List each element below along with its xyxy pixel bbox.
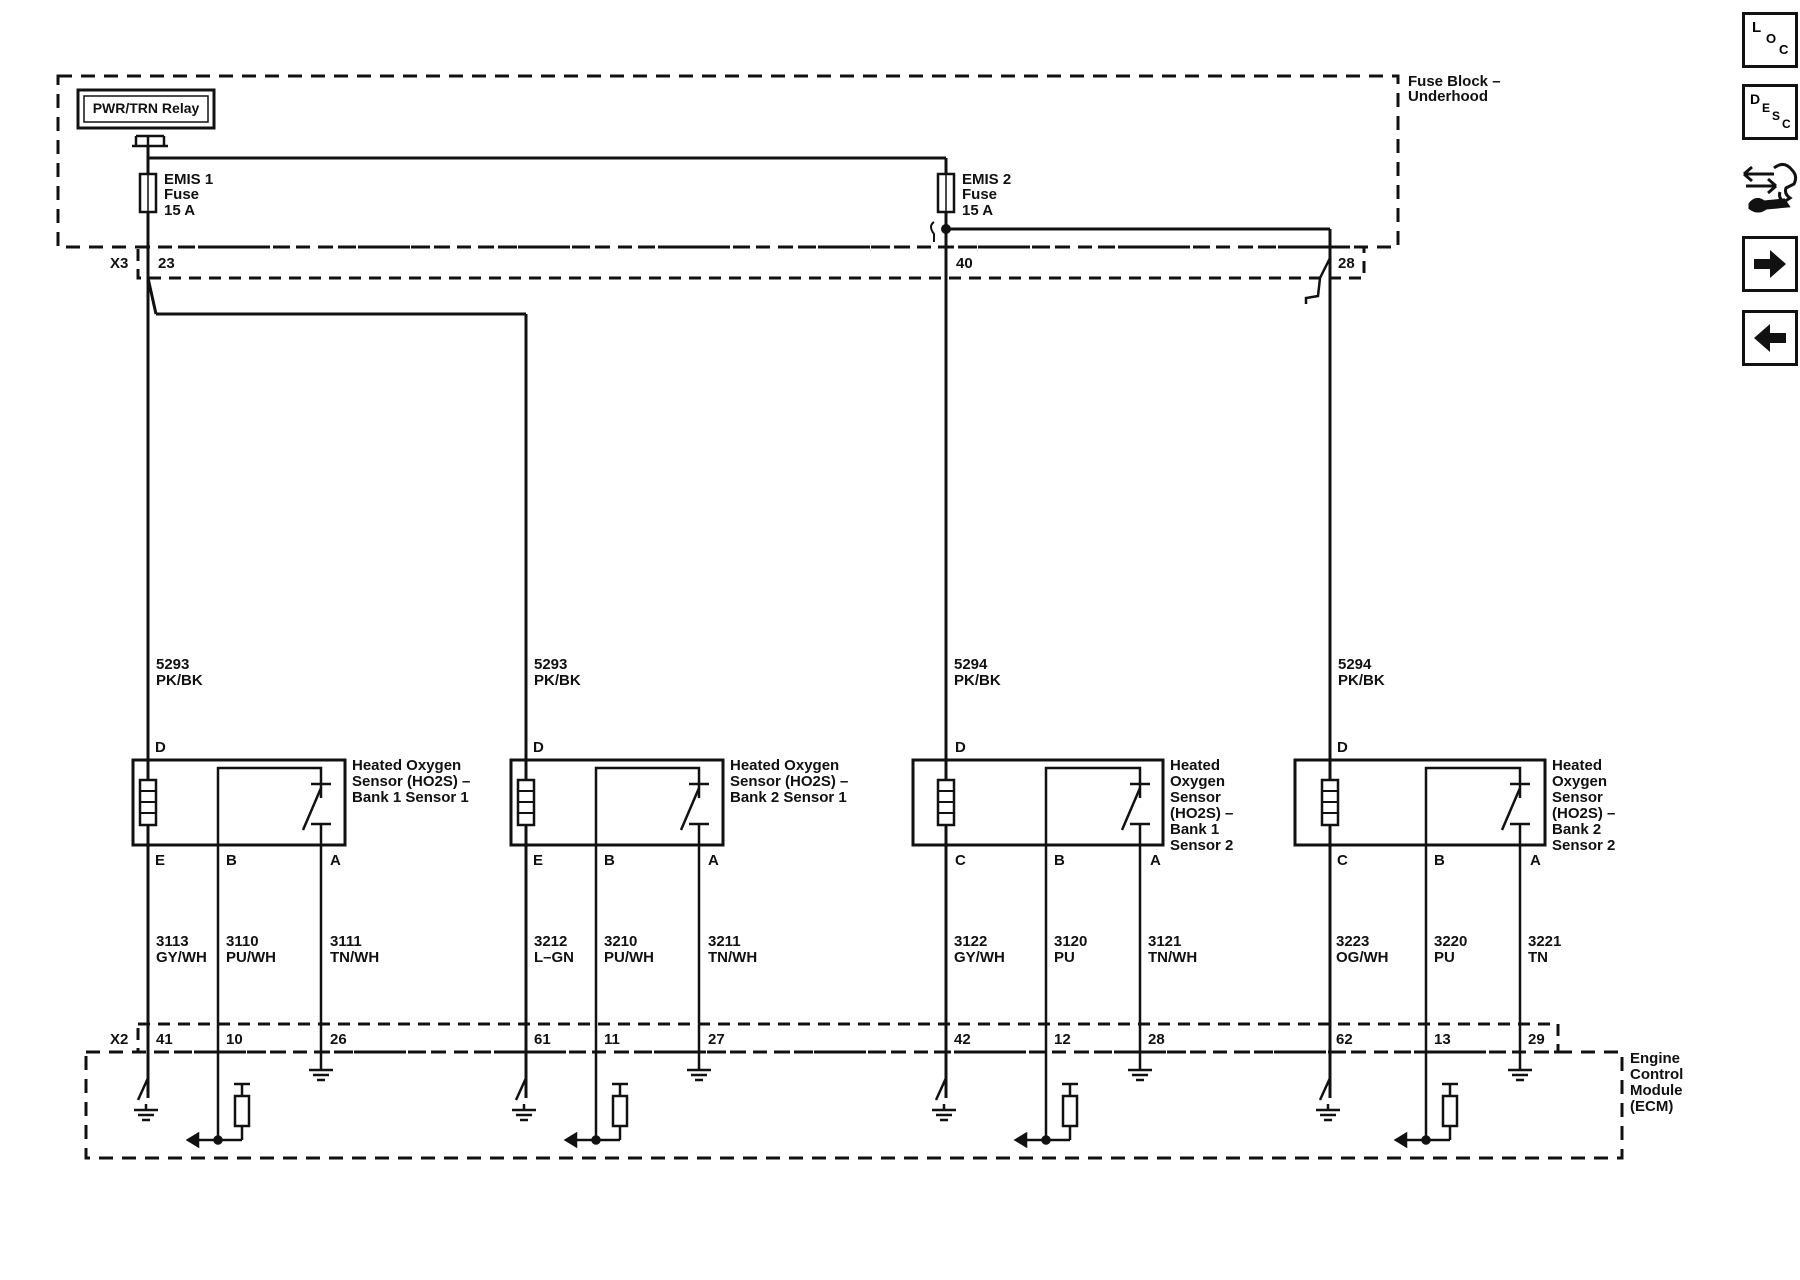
sensor-label: Heated Oxygen Sensor (HO2S) – Bank 1 Sen… <box>1170 757 1238 854</box>
svg-text:62: 62 <box>1336 1031 1353 1048</box>
connector-x2-outline <box>136 1022 1560 1054</box>
svg-text:B: B <box>1054 852 1065 869</box>
svg-text:11: 11 <box>604 1031 620 1048</box>
svg-text:29: 29 <box>1528 1031 1545 1048</box>
sensor-bank1-sensor1: D E B A Heated Oxygen Sensor (HO2S) – Ba… <box>131 739 475 1140</box>
svg-text:B: B <box>1434 852 1445 869</box>
svg-text:B: B <box>226 852 237 869</box>
sensor-bank2-sensor1: D E B A Heated Oxygen Sensor (HO2S) – Ba… <box>509 739 853 1140</box>
x3-pin-40: 40 <box>956 255 973 272</box>
svg-text:A: A <box>1530 852 1541 869</box>
svg-text:10: 10 <box>226 1031 243 1048</box>
back-arrow-icon <box>1754 324 1786 352</box>
svg-text:C: C <box>1782 117 1791 131</box>
svg-text:E: E <box>155 852 165 869</box>
svg-text:D: D <box>533 739 544 756</box>
svg-text:S: S <box>1772 109 1780 123</box>
svg-text:28: 28 <box>1148 1031 1165 1048</box>
desc-button[interactable]: D E S C <box>1742 84 1798 140</box>
x3-pin-23: 23 <box>158 255 175 272</box>
relay-label: PWR/TRN Relay <box>93 100 200 116</box>
svg-text:O: O <box>1766 31 1776 46</box>
back-button[interactable] <box>1742 310 1798 366</box>
x3-pin-28: 28 <box>1338 255 1355 272</box>
svg-text:D: D <box>955 739 966 756</box>
svg-text:C: C <box>1337 852 1348 869</box>
svg-text:27: 27 <box>708 1031 725 1048</box>
sensor-label: Heated Oxygen Sensor (HO2S) – Bank 2 Sen… <box>1552 757 1620 854</box>
svg-text:42: 42 <box>954 1031 971 1048</box>
svg-text:D: D <box>1337 739 1348 756</box>
desc-icon: D E S C <box>1750 91 1791 131</box>
ecm-outline <box>84 1050 1624 1160</box>
svg-text:B: B <box>604 852 615 869</box>
svg-text:L: L <box>1752 19 1761 36</box>
fuse-emis1-label: EMIS 1 Fuse 15 A <box>164 171 217 219</box>
sensor-label: Heated Oxygen Sensor (HO2S) – Bank 2 Sen… <box>730 757 853 806</box>
svg-text:13: 13 <box>1434 1031 1451 1048</box>
next-arrow-icon <box>1754 250 1786 278</box>
ecm-signal-input-icons <box>185 1082 1459 1149</box>
svg-text:12: 12 <box>1054 1031 1071 1048</box>
fuse-block-label: Fuse Block – Underhood <box>1408 73 1505 105</box>
svg-text:A: A <box>1150 852 1161 869</box>
svg-text:E: E <box>1762 101 1770 115</box>
svg-text:A: A <box>708 852 719 869</box>
loc-button[interactable]: L O C <box>1742 12 1798 68</box>
loc-icon: L O C <box>1752 19 1789 57</box>
tools-icon <box>1743 163 1798 213</box>
svg-text:C: C <box>955 852 966 869</box>
sensor-bank1-sensor2: D C B A Heated Oxygen Sensor (HO2S) – Ba… <box>911 739 1238 1140</box>
svg-text:41: 41 <box>156 1031 173 1048</box>
svg-text:61: 61 <box>534 1031 551 1048</box>
svg-text:D: D <box>1750 91 1760 107</box>
fuse-emis2-label: EMIS 2 Fuse 15 A <box>962 171 1015 219</box>
connector-x2-label: X2 <box>110 1031 128 1048</box>
ecm-ground-icons <box>309 1068 1532 1082</box>
sensor-label: Heated Oxygen Sensor (HO2S) – Bank 1 Sen… <box>352 757 475 806</box>
relay-box <box>76 88 216 130</box>
ecm-switch-ground-icons <box>134 1077 1340 1122</box>
sensor-bank2-sensor2: D C B A Heated Oxygen Sensor (HO2S) – Ba… <box>1293 739 1620 1140</box>
svg-text:D: D <box>155 739 166 756</box>
next-button[interactable] <box>1742 236 1798 292</box>
connector-x3-outline <box>136 245 1366 280</box>
connector-x3-label: X3 <box>110 255 128 272</box>
ecm-label: Engine Control Module (ECM) <box>1630 1050 1688 1115</box>
svg-text:A: A <box>330 852 341 869</box>
tools-button[interactable] <box>1740 154 1800 218</box>
svg-text:26: 26 <box>330 1031 347 1048</box>
svg-text:E: E <box>533 852 543 869</box>
fuse-block-outline <box>56 74 1400 249</box>
svg-text:C: C <box>1779 42 1789 57</box>
relay-terminal-icon <box>132 134 168 148</box>
wiring-diagram: Fuse Block – Underhood PWR/TRN Relay EMI… <box>56 73 1688 1160</box>
